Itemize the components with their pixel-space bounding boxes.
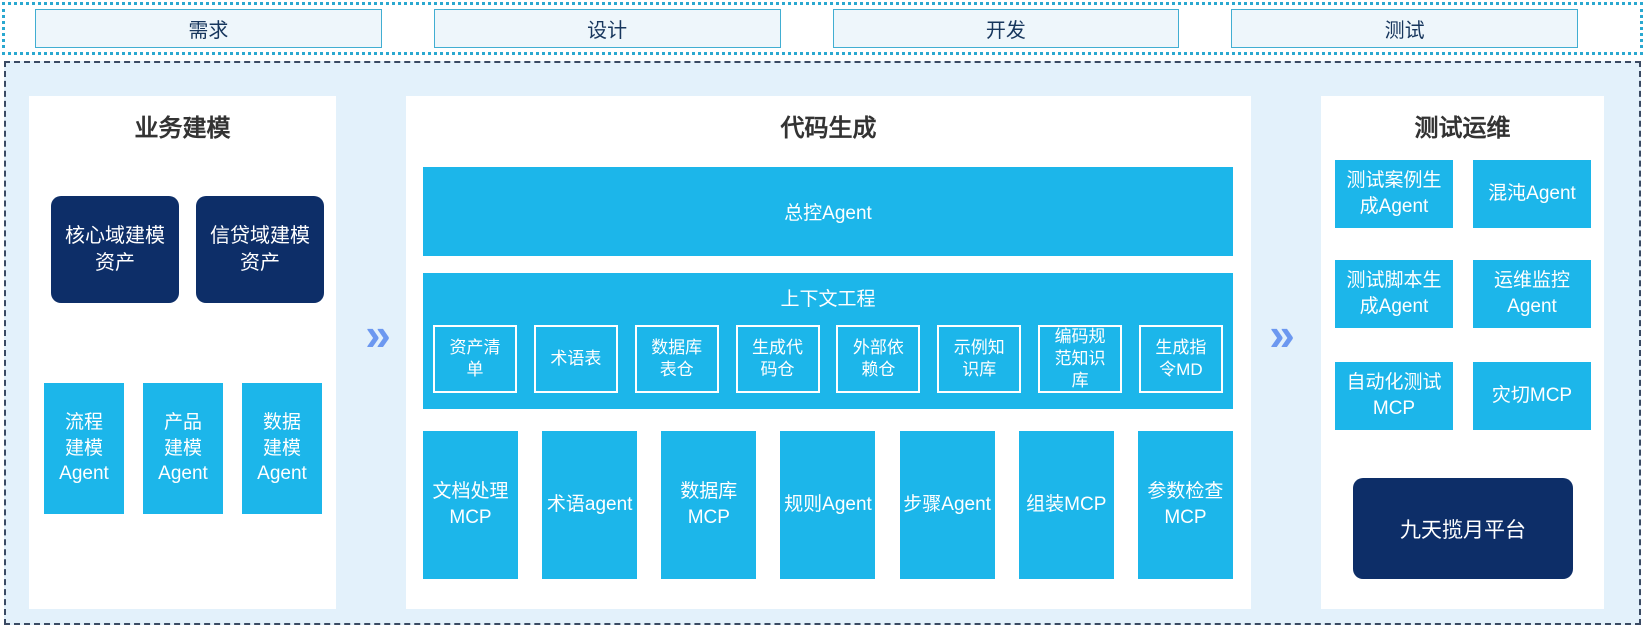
node-core-domain-modeling-assets: 核心域建模资产 <box>51 196 179 303</box>
node-example-knowledge-base: 示例知识库 <box>937 325 1022 393</box>
node-jiutian-lanyue-platform: 九天揽月平台 <box>1353 478 1573 579</box>
node-test-script-generation-agent: 测试脚本生成Agent <box>1335 260 1453 328</box>
phase-box-requirements: 需求 <box>35 9 382 48</box>
node-generation-instruction-md: 生成指令MD <box>1138 325 1223 393</box>
node-step-agent: 步骤Agent <box>899 431 995 579</box>
node-master-control-agent: 总控Agent <box>423 167 1233 256</box>
generation-tools-row: 文档处理MCP 术语agent 数据库MCP 规则Agent 步骤Agent 组… <box>423 431 1233 579</box>
phase-box-development: 开发 <box>832 9 1180 48</box>
node-rule-agent: 规则Agent <box>780 431 876 579</box>
node-automated-testing-mcp: 自动化测试MCP <box>1335 362 1453 430</box>
node-external-dependency-repo: 外部依赖仓 <box>836 325 921 393</box>
node-data-modeling-agent: 数据建模Agent <box>242 383 322 514</box>
node-process-modeling-agent: 流程建模Agent <box>44 383 124 514</box>
main-region: 业务建模 核心域建模资产 信贷域建模资产 流程建模Agent 产品建模Agent… <box>4 61 1641 625</box>
flow-arrow-icon-left: » <box>365 308 391 360</box>
panel-test-ops: 测试运维 测试案例生成Agent 混沌Agent 测试脚本生成Agent 运维监… <box>1321 96 1604 609</box>
phase-box-design: 设计 <box>433 9 781 48</box>
panel-code-generation: 代码生成 总控Agent 上下文工程 资产清单 术语表 数据库表仓 生成代码仓 … <box>406 96 1251 609</box>
node-disaster-switch-mcp: 灾切MCP <box>1473 362 1591 430</box>
node-param-check-mcp: 参数检查MCP <box>1137 431 1233 579</box>
test-ops-row-3: 自动化测试MCP 灾切MCP <box>1335 362 1591 430</box>
node-database-mcp: 数据库MCP <box>661 431 757 579</box>
phase-bar: 需求 设计 开发 测试 <box>2 2 1643 55</box>
node-test-case-generation-agent: 测试案例生成Agent <box>1335 160 1453 228</box>
node-product-modeling-agent: 产品建模Agent <box>143 383 223 514</box>
test-ops-row-1: 测试案例生成Agent 混沌Agent <box>1335 160 1591 228</box>
node-generated-code-repo: 生成代码仓 <box>735 325 820 393</box>
node-glossary: 术语表 <box>533 325 618 393</box>
test-ops-row-2: 测试脚本生成Agent 运维监控Agent <box>1335 260 1591 328</box>
node-coding-standard-knowledge-base: 编码规范知识库 <box>1038 325 1123 393</box>
modeling-agents-row: 流程建模Agent 产品建模Agent 数据建模Agent <box>44 383 322 514</box>
context-items-row: 资产清单 术语表 数据库表仓 生成代码仓 外部依赖仓 示例知识库 编码规范知识库… <box>433 325 1223 393</box>
panel-title-test-ops: 测试运维 <box>1414 115 1511 142</box>
flow-arrow-icon-right: » <box>1269 308 1295 360</box>
context-engineering-block: 上下文工程 资产清单 术语表 数据库表仓 生成代码仓 外部依赖仓 示例知识库 编… <box>423 273 1233 409</box>
node-assembly-mcp: 组装MCP <box>1018 431 1114 579</box>
panel-title-code-generation: 代码生成 <box>780 115 877 142</box>
node-ops-monitoring-agent: 运维监控Agent <box>1473 260 1591 328</box>
panel-business-modeling: 业务建模 核心域建模资产 信贷域建模资产 流程建模Agent 产品建模Agent… <box>29 96 336 609</box>
context-engineering-title: 上下文工程 <box>780 289 876 310</box>
phase-box-testing: 测试 <box>1231 9 1578 48</box>
node-glossary-agent: 术语agent <box>542 431 638 579</box>
node-asset-list: 资产清单 <box>433 325 517 393</box>
modeling-assets-row: 核心域建模资产 信贷域建模资产 <box>51 196 324 303</box>
node-db-table-repo: 数据库表仓 <box>634 325 719 393</box>
node-doc-processing-mcp: 文档处理MCP <box>423 431 518 579</box>
node-credit-domain-modeling-assets: 信贷域建模资产 <box>196 196 324 303</box>
node-chaos-agent: 混沌Agent <box>1473 160 1591 228</box>
panel-title-business-modeling: 业务建模 <box>134 115 231 142</box>
